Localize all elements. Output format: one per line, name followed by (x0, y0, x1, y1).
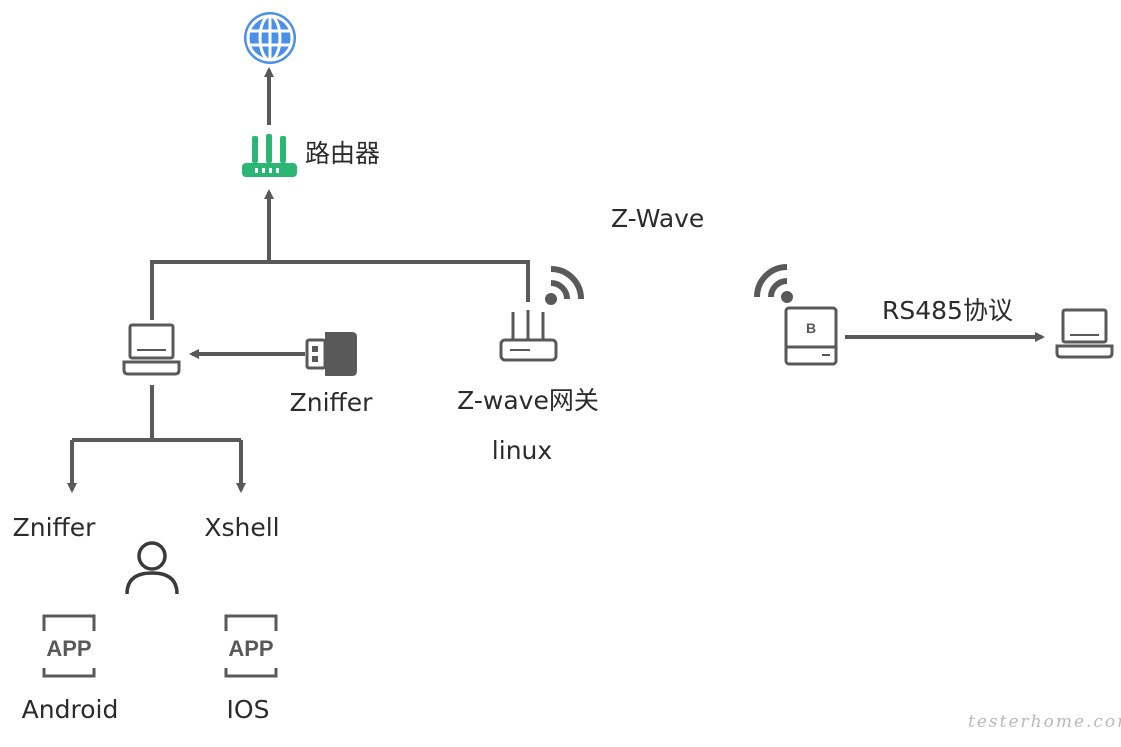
gateway-os-label: linux (491, 436, 553, 465)
router-label: 路由器 (305, 139, 381, 168)
globe-icon (244, 12, 296, 64)
zniffer-dongle-label: Zniffer (289, 388, 373, 417)
zniffer-tool-label: Zniffer (12, 513, 96, 542)
zwave-protocol-label: Z-Wave (611, 204, 705, 233)
rs485-label: RS485协议 (882, 296, 1013, 325)
watermark: testerhome.com (968, 712, 1121, 732)
user-icon (125, 541, 179, 595)
connectors (67, 67, 1045, 493)
wifi-signal-icon (754, 264, 793, 303)
app-icon: APP (42, 614, 96, 678)
device-badge-letter: B (806, 320, 816, 336)
xshell-tool-label: Xshell (204, 513, 280, 542)
zwave-gateway-label: Z-wave网关 (457, 386, 599, 415)
laptop-icon (122, 323, 181, 376)
zwave-device-icon: B (784, 306, 838, 366)
app-badge-text: APP (228, 636, 273, 661)
laptop-icon (1055, 308, 1114, 359)
router-icon (242, 134, 297, 177)
gateway-router-icon (499, 310, 558, 362)
app-badge-text: APP (46, 636, 91, 661)
wifi-signal-icon (545, 266, 584, 305)
usb-dongle-icon (305, 332, 357, 376)
lan-bus-line (150, 260, 530, 320)
ios-label: IOS (226, 695, 270, 724)
app-icon: APP (224, 614, 278, 678)
android-label: Android (21, 695, 119, 724)
